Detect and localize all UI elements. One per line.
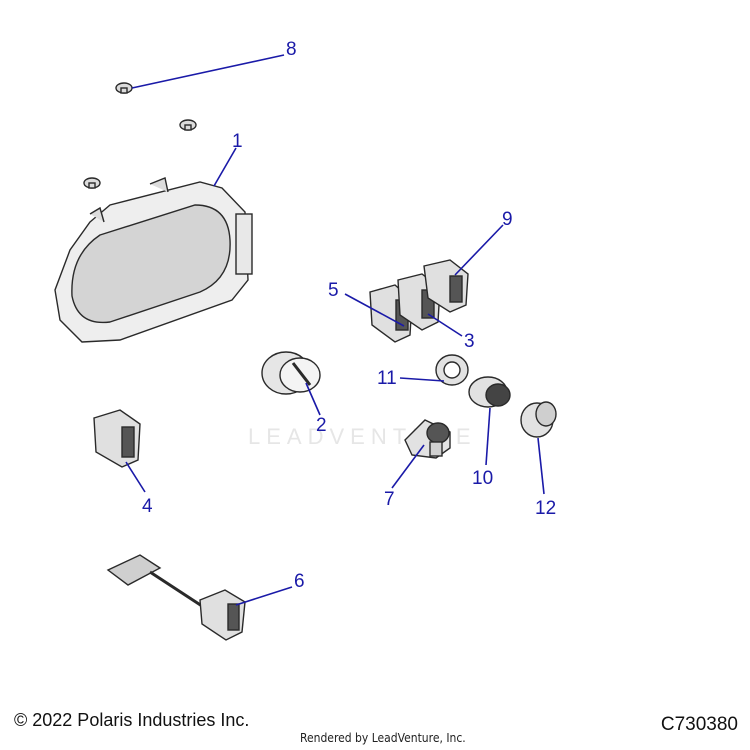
callout-11: 11	[377, 368, 397, 389]
callout-4: 4	[142, 496, 153, 517]
copyright-text: © 2022 Polaris Industries Inc.	[14, 710, 250, 730]
leader-line-7	[391, 444, 425, 489]
callout-6: 6	[294, 571, 305, 592]
rocker-switch-group-part	[369, 259, 469, 343]
power-outlet-part	[404, 419, 451, 459]
leader-line-2	[305, 382, 321, 416]
diagram-code: C730380	[660, 714, 738, 735]
cap-part	[520, 401, 557, 438]
leader-line-6	[235, 586, 293, 606]
leader-line-5	[344, 293, 405, 327]
nut-part	[435, 354, 469, 386]
callout-3: 3	[464, 331, 475, 352]
callout-8: 8	[286, 39, 297, 60]
switch-harness-part	[106, 554, 246, 641]
leader-line-11	[399, 377, 445, 382]
callout-2: 2	[316, 415, 327, 436]
instrument-cluster-part	[54, 177, 253, 343]
leader-line-8	[131, 54, 285, 89]
leader-line-4	[125, 461, 146, 493]
callout-5: 5	[328, 280, 339, 301]
screw-part	[83, 82, 197, 189]
leader-lines	[125, 54, 545, 606]
ignition-switch-part	[261, 351, 321, 395]
leader-line-12	[537, 437, 545, 495]
leader-line-9	[454, 224, 504, 276]
callout-1: 1	[232, 131, 243, 152]
callout-12: 12	[535, 498, 556, 519]
rendered-by-text: Rendered by LeadVenture, Inc.	[300, 731, 466, 745]
leader-line-1	[213, 147, 237, 187]
callout-10: 10	[472, 468, 493, 489]
callout-7: 7	[384, 489, 395, 510]
leader-line-10	[485, 407, 491, 466]
rocker-switch-part	[93, 409, 141, 468]
usb-socket-part	[468, 376, 511, 408]
callout-9: 9	[502, 209, 513, 230]
leader-line-3	[427, 313, 463, 337]
callout-numbers: 8 1 9 5 3 11 2 4 7 10 12 6	[142, 39, 556, 592]
